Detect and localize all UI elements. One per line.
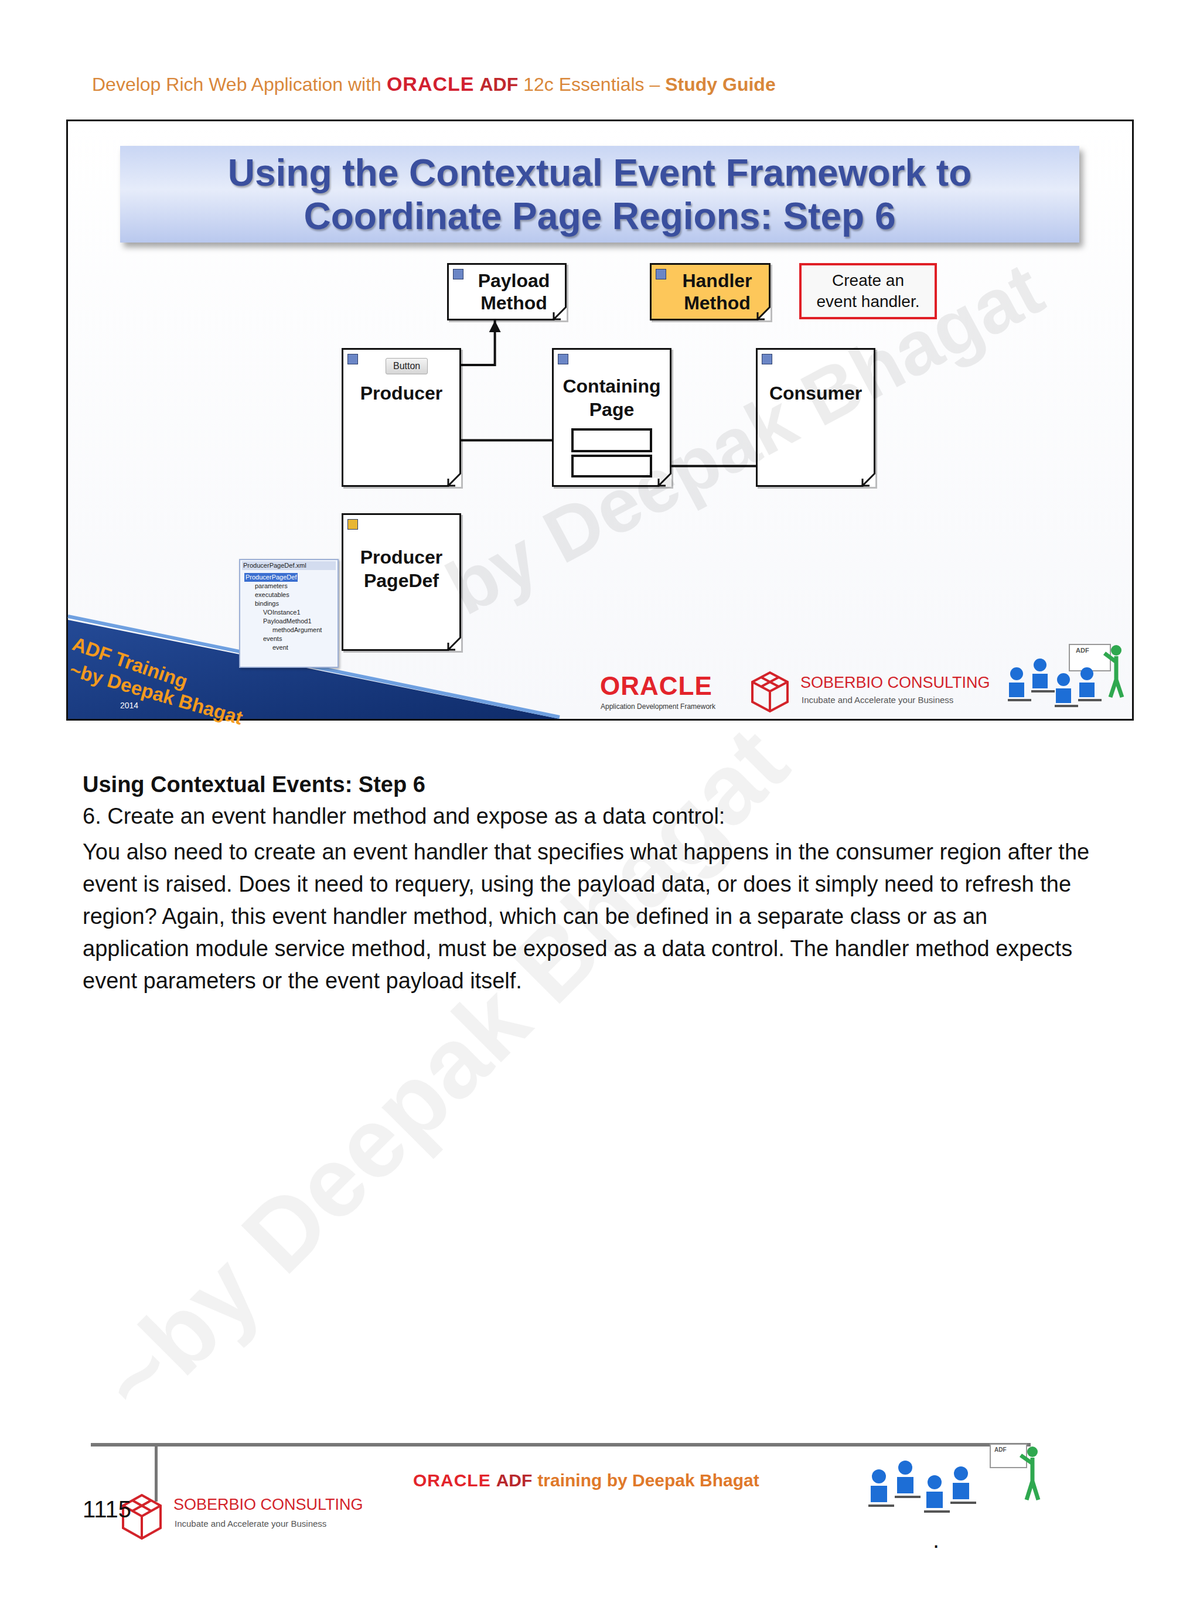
page-box: Producer PageDef (341, 513, 462, 651)
tree-item: events (263, 634, 336, 644)
tree-item: executables (254, 590, 336, 600)
tree-item: bindings (254, 599, 336, 609)
file-icon (452, 268, 464, 280)
corner-line (861, 472, 876, 487)
region-slot (572, 455, 651, 477)
page-text: 12c Essentials – (523, 73, 660, 96)
corner-fold (861, 472, 876, 487)
tree-item: VOInstance1 (263, 608, 336, 617)
corner-line (447, 636, 462, 651)
corner-line (447, 472, 462, 487)
callout-box: Create an event handler. (799, 263, 937, 320)
page-text: Incubate and Accelerate your Business (801, 694, 954, 705)
corner-fold (657, 472, 672, 487)
page-text: 2014 (120, 700, 139, 711)
page-text: training by Deepak Bhagat (537, 1470, 759, 1492)
page-text: 6. Create an event handler method and ex… (82, 803, 725, 830)
node-label: Consumer (761, 381, 871, 405)
corner-fold (447, 472, 462, 487)
page-box: Containing Page (551, 348, 672, 487)
page-text: ADF (496, 1470, 533, 1492)
node-text-area: Create an event handler. (801, 265, 935, 317)
page-text: ORACLE (600, 671, 713, 702)
page-text: You also need to create an event handler… (82, 836, 1091, 998)
folded-corner (657, 472, 672, 487)
node-text-area: Handler Method (651, 264, 769, 319)
node-label: Handler Method (669, 269, 766, 315)
footer-rule (90, 1443, 1031, 1447)
running-header: Develop Rich Web Application withORACLEA… (91, 72, 776, 96)
class-icon (1007, 644, 1123, 707)
page-text: Study Guide (665, 73, 776, 96)
page-box: Producer Button (341, 348, 462, 487)
corner-line (756, 306, 771, 321)
file-icon (347, 353, 359, 365)
pagedef-screenshot: ProducerPageDef.xmlProducerPageDefparame… (239, 558, 339, 668)
page-box: Consumer (755, 348, 876, 487)
tree-item: ProducerPageDef (244, 573, 298, 582)
corner-fold (447, 636, 462, 651)
page-text: Using Contextual Events: Step 6 (82, 772, 426, 799)
file-icon (557, 353, 569, 365)
class-icon (868, 1444, 1039, 1512)
page-text: SOBERBIO CONSULTING (800, 673, 991, 692)
tree-item: methodArgument (272, 625, 336, 635)
node-label: Producer (346, 381, 456, 405)
corner-fold (552, 306, 567, 321)
file-icon (761, 353, 773, 365)
footer-tick (154, 1443, 158, 1502)
slide-title: Using the Contextual Event Framework to … (148, 151, 1052, 238)
page-text: 1115 (82, 1495, 132, 1523)
tree-item: parameters (254, 581, 336, 591)
title-band: Using the Contextual Event Framework to … (120, 145, 1080, 243)
folded-corner (756, 306, 771, 321)
node-text-area: Containing Page (553, 349, 670, 422)
page-text: ORACLE (386, 72, 475, 96)
corner-line (657, 472, 672, 487)
node-text-area: Payload Method (448, 264, 565, 319)
node-label: Containing Page (557, 374, 667, 422)
callout-text: Create an event handler. (812, 270, 925, 313)
page-text: ADF (1075, 646, 1090, 655)
tree-item: event (272, 643, 336, 653)
node-text-area: Consumer (757, 349, 874, 405)
file-icon (347, 519, 359, 530)
folded-corner (447, 636, 462, 651)
corner-line (552, 306, 567, 321)
tree-item: PayloadMethod1 (263, 616, 336, 626)
page-text: ADF (994, 1446, 1007, 1454)
page-text: ORACLE (413, 1470, 492, 1492)
folded-corner (552, 306, 567, 321)
node-label: Payload Method (466, 269, 562, 315)
folded-corner (447, 472, 462, 487)
page-text: Application Development Framework (600, 703, 716, 712)
page-text: SOBERBIO CONSULTING (173, 1495, 364, 1515)
footer-brand: ORACLEADFtraining by Deepak Bhagat (413, 1470, 760, 1492)
corner-fold (756, 306, 771, 321)
page-text: Incubate and Accelerate your Business (174, 1518, 327, 1529)
file-icon (655, 268, 667, 280)
cube-logo (752, 672, 788, 712)
node-label: Producer PageDef (346, 545, 456, 593)
region-slot (572, 429, 651, 452)
page-text: . (932, 1526, 940, 1554)
folded-corner (861, 472, 876, 487)
button-widget: Button (385, 358, 428, 375)
connector-arrow (461, 320, 496, 366)
page-text: ADF (479, 73, 518, 96)
node-text-area: Producer PageDef (343, 515, 460, 593)
page-text: Develop Rich Web Application with (91, 73, 382, 96)
tree-item: ProducerPageDef.xml (241, 561, 336, 571)
method-box: Handler Method (649, 263, 771, 321)
method-box: Payload Method (447, 263, 567, 321)
